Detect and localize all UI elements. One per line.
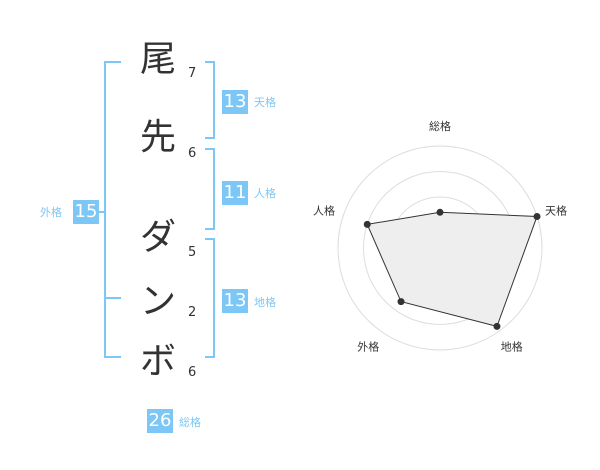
radar-label-3: 地格 xyxy=(501,340,523,354)
stroke-count-4: 2 xyxy=(188,305,197,320)
radar-label-4: 外格 xyxy=(357,340,379,354)
name-char-5: ボ xyxy=(139,341,176,382)
name-char-1: 尾 xyxy=(139,39,176,80)
tenkaku-label: 天格 xyxy=(254,96,276,109)
name-char-4: ン xyxy=(139,281,176,322)
chikaku-value: 13 xyxy=(222,289,248,313)
chikaku-label: 地格 xyxy=(254,296,276,309)
radar-label-2: 天格 xyxy=(545,203,567,217)
radar-point-3 xyxy=(493,322,501,330)
radar-data-polygon xyxy=(366,211,538,327)
radar-point-1 xyxy=(436,208,444,216)
chikaku-bracket xyxy=(205,238,215,358)
radar-points xyxy=(363,208,541,330)
jinkaku-bracket xyxy=(205,148,215,230)
name-char-3: ダ xyxy=(139,217,176,258)
stroke-count-2: 6 xyxy=(188,146,197,161)
stroke-count-5: 6 xyxy=(188,365,197,380)
radar-ring xyxy=(337,145,543,351)
name-char-2: 先 xyxy=(139,117,176,158)
tenkaku-bracket xyxy=(205,61,215,139)
stroke-count-1: 7 xyxy=(188,66,197,81)
radar-point-4 xyxy=(397,298,405,306)
gaikaku-value: 15 xyxy=(73,200,99,224)
jinkaku-label: 人格 xyxy=(254,187,276,200)
soukaku-label: 総格 xyxy=(179,416,201,429)
gaikaku-bracket-divider xyxy=(104,297,121,299)
gaikaku-label: 外格 xyxy=(40,206,62,219)
jinkaku-value: 11 xyxy=(222,181,248,205)
soukaku-value: 26 xyxy=(147,409,173,433)
radar-point-5 xyxy=(363,220,371,228)
tenkaku-value: 13 xyxy=(222,90,248,114)
radar-point-2 xyxy=(533,212,541,220)
stroke-count-3: 5 xyxy=(188,245,197,260)
radar-label-1: 総格 xyxy=(429,119,451,133)
radar-label-5: 人格 xyxy=(313,203,335,217)
gaikaku-bracket xyxy=(104,61,121,358)
